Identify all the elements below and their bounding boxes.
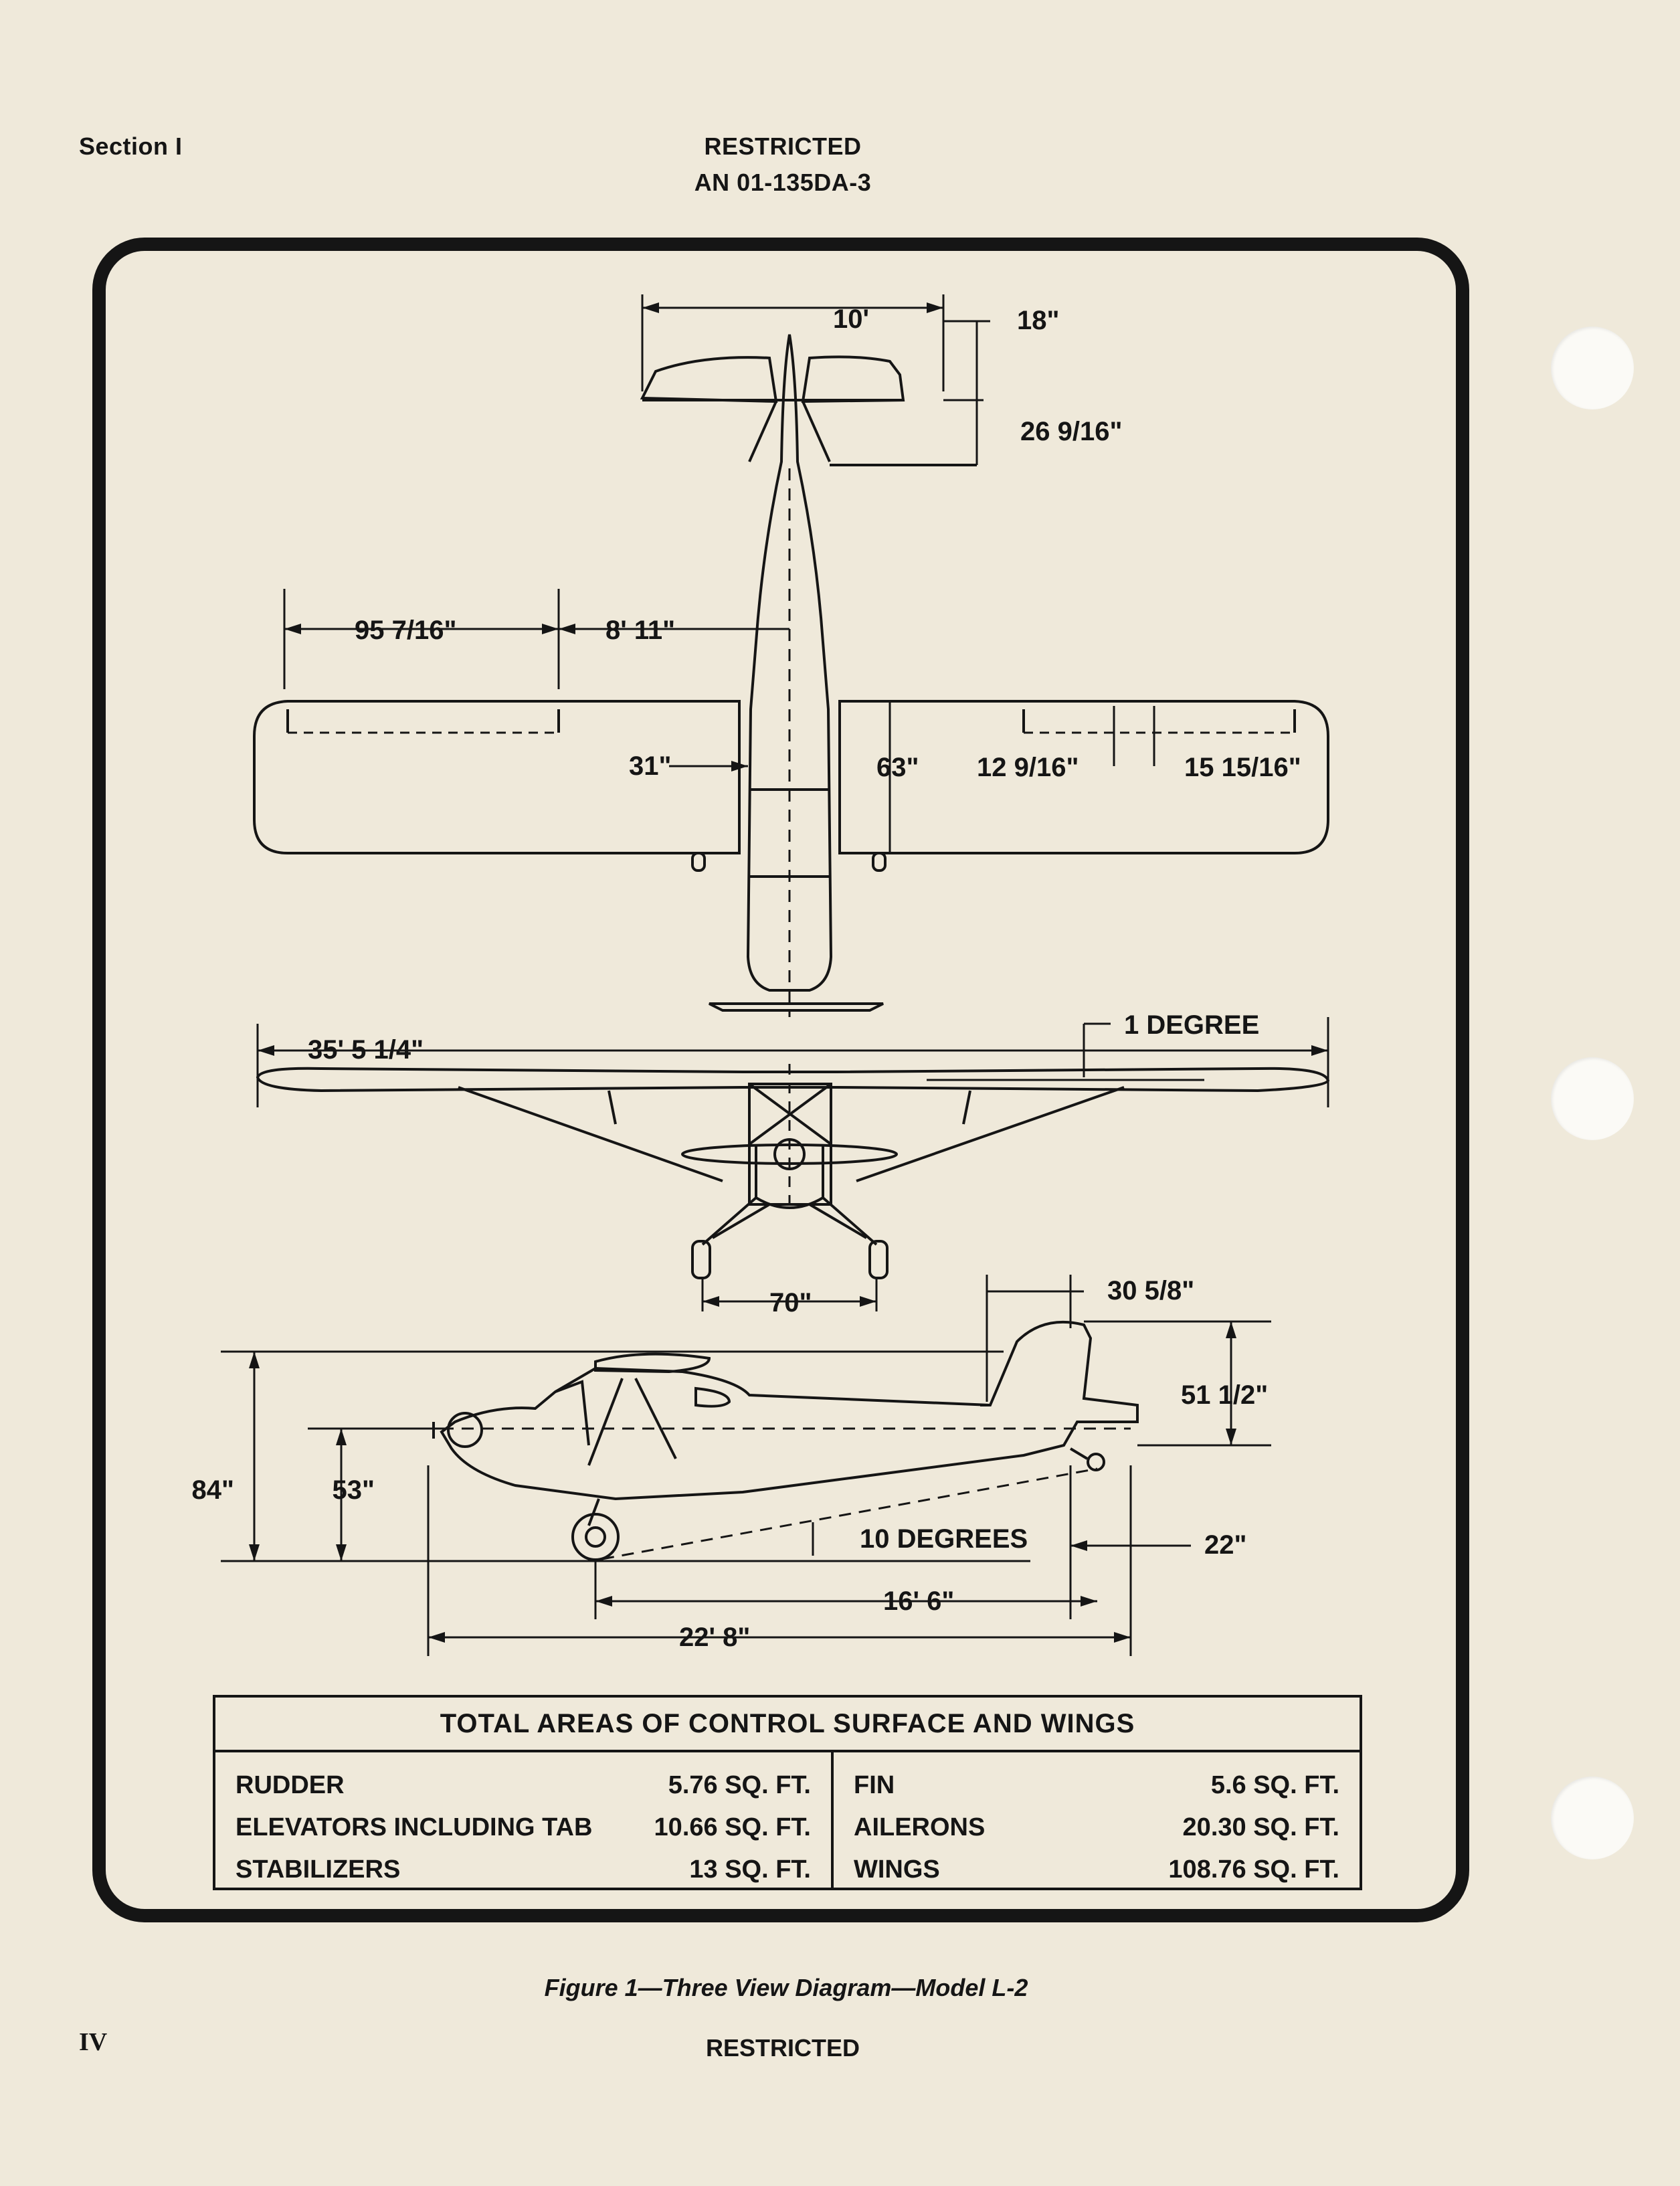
table-right-column: FIN 5.6 SQ. FT. AILERONS 20.30 SQ. FT. WIN… (834, 1752, 1360, 1890)
classification-header: RESTRICTED (704, 132, 862, 160)
table-row: STABILIZERS 13 SQ. FT. (236, 1849, 811, 1891)
document-number: AN 01-135DA-3 (694, 169, 872, 196)
table-row: ELEVATORS INCLUDING TAB 10.66 SQ. FT. (236, 1807, 811, 1849)
area-label: STABILIZERS (236, 1855, 401, 1884)
area-label: RUDDER (236, 1771, 345, 1799)
dim-elevator-chord: 18" (1017, 306, 1059, 335)
dim-wing-span: 35' 5 1/4" (308, 1035, 424, 1065)
dim-tail-height: 51 1/2" (1181, 1380, 1268, 1410)
side-view (221, 1275, 1271, 1656)
table-row: AILERONS 20.30 SQ. FT. (854, 1807, 1339, 1849)
dim-overall-length: 22' 8" (679, 1623, 750, 1652)
dim-wing-chord: 63" (876, 753, 919, 782)
area-value: 10.66 SQ. FT. (654, 1813, 811, 1841)
dim-rudder-chord: 30 5/8" (1107, 1276, 1194, 1305)
front-view (256, 1017, 1330, 1311)
dim-tail-wheel-offset: 22" (1204, 1530, 1246, 1560)
table-left-column: RUDDER 5.76 SQ. FT. ELEVATORS INCLUDING T… (215, 1752, 834, 1890)
dim-stabilizer-chord: 26 9/16" (1020, 417, 1122, 446)
area-label: ELEVATORS INCLUDING TAB (236, 1813, 593, 1841)
classification-footer: RESTRICTED (705, 2034, 860, 2062)
table-row: RUDDER 5.76 SQ. FT. (236, 1764, 811, 1807)
dim-dihedral: 1 DEGREE (1124, 1010, 1259, 1040)
dim-aileron-span: 95 7/16" (355, 616, 456, 645)
binder-hole-bottom (1551, 1777, 1634, 1859)
top-view (253, 294, 1329, 1017)
figure-frame (92, 238, 1469, 1922)
dim-tail-span: 10' (833, 304, 869, 334)
area-value: 108.76 SQ. FT. (1168, 1855, 1339, 1884)
binder-hole-middle (1551, 1057, 1634, 1140)
binder-hole-top (1551, 327, 1634, 409)
dim-wheel-base: 16' 6" (883, 1586, 954, 1616)
dim-thrust-line-height: 53" (333, 1475, 375, 1505)
area-label: WINGS (854, 1855, 940, 1884)
dim-aileron-chord: 12 9/16" (977, 753, 1079, 782)
dim-fuselage-width: 31" (629, 751, 671, 781)
area-value: 13 SQ. FT. (689, 1855, 811, 1884)
dim-ground-angle: 10 DEGREES (860, 1524, 1028, 1554)
dim-aileron-chord-total: 15 15/16" (1184, 753, 1301, 782)
table-title: TOTAL AREAS OF CONTROL SURFACE AND WINGS (215, 1698, 1360, 1752)
table-row: FIN 5.6 SQ. FT. (854, 1764, 1339, 1807)
area-label: AILERONS (854, 1813, 986, 1841)
area-value: 20.30 SQ. FT. (1182, 1813, 1339, 1841)
area-value: 5.6 SQ. FT. (1210, 1771, 1339, 1799)
page-number: IV (79, 2028, 108, 2056)
area-value: 5.76 SQ. FT. (668, 1771, 811, 1799)
area-label: FIN (854, 1771, 895, 1799)
control-surface-areas-table: TOTAL AREAS OF CONTROL SURFACE AND WINGS… (213, 1695, 1362, 1890)
dim-aileron-inboard: 8' 11" (605, 616, 675, 645)
table-row: WINGS 108.76 SQ. FT. (854, 1849, 1339, 1891)
dim-tread: 70" (769, 1288, 812, 1317)
figure-caption: Figure 1—Three View Diagram—Model L-2 (544, 1974, 1028, 2001)
dim-overall-height: 84" (192, 1475, 234, 1505)
section-label: Section I (79, 132, 183, 160)
